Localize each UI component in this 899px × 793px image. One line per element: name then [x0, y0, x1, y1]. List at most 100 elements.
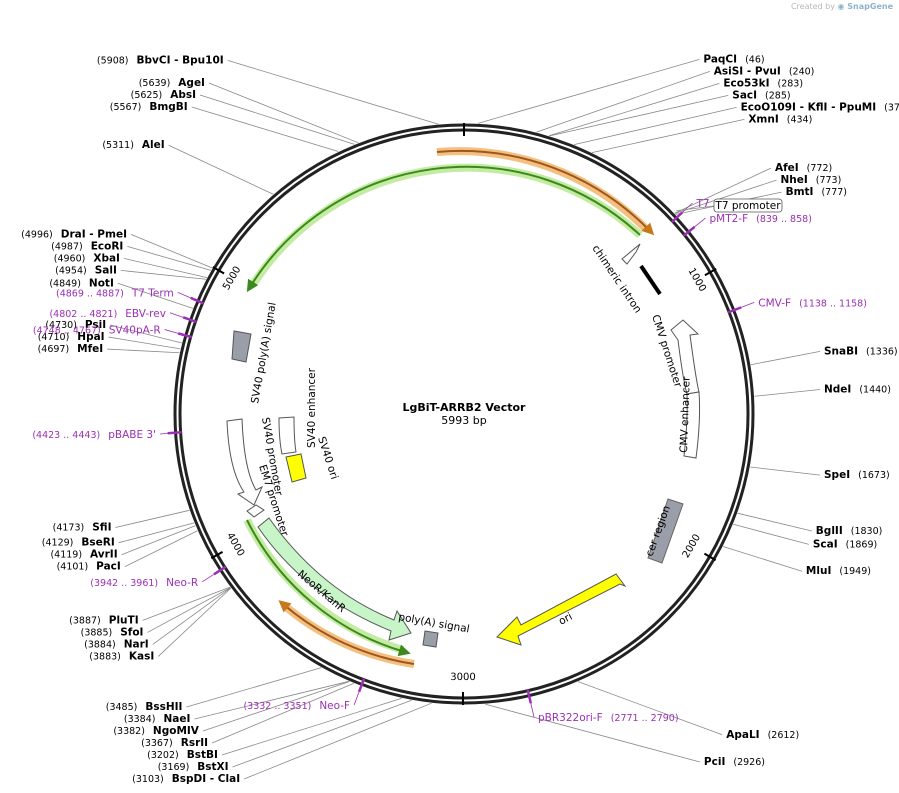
site-name: AleI	[142, 139, 165, 151]
site-position: (1869)	[846, 539, 878, 550]
site-leader-line	[107, 348, 180, 354]
restriction-site-label[interactable]: EcoO109I - KflI - PpuMI(370)	[741, 101, 899, 113]
primer-label[interactable]: pBR322ori-F(2771 .. 2790)	[538, 712, 679, 724]
site-leader-line	[142, 586, 231, 621]
site-leader-line	[477, 59, 700, 124]
restriction-site-label[interactable]: PciI(2926)	[704, 756, 765, 768]
tick-mark	[210, 550, 224, 560]
site-position: (1673)	[858, 470, 890, 481]
site-position: (5639)	[139, 78, 171, 89]
restriction-site-label[interactable]: (3169)BstXI	[158, 761, 229, 773]
restriction-site-label[interactable]: (4730)PsiI	[45, 319, 106, 331]
site-name: SalI	[95, 264, 117, 276]
restriction-site-label[interactable]: (3367)RsrII	[141, 737, 208, 749]
restriction-site-label[interactable]: (3885)SfoI	[81, 626, 144, 638]
site-name: XbaI	[93, 252, 120, 264]
restriction-site-label[interactable]: SpeI(1673)	[824, 469, 890, 481]
restriction-site-label[interactable]: (4954)SalI	[55, 264, 117, 276]
site-position: (4960)	[54, 253, 86, 264]
primer-label[interactable]: (4423 .. 4443)pBABE 3'	[32, 429, 156, 441]
restriction-site-label[interactable]: (5908)BbvCI - Bpu10I	[97, 54, 224, 66]
map-length: 5993 bp	[441, 414, 486, 427]
restriction-site-label[interactable]: (4119)AvrII	[50, 549, 117, 561]
restriction-site-label[interactable]: ScaI(1869)	[813, 538, 877, 550]
tick-mark	[212, 266, 225, 275]
restriction-site-label[interactable]: (4173)SfiI	[53, 522, 112, 534]
primer-mark	[727, 306, 742, 314]
primer-label[interactable]: CMV-F(1138 .. 1158)	[758, 297, 867, 309]
restriction-site-label[interactable]: (4960) XbaI	[54, 252, 120, 264]
feature-cer-region-shape	[647, 498, 684, 564]
restriction-site-label[interactable]: (4101)PacI	[57, 561, 121, 573]
restriction-site-label[interactable]: BglII(1830)	[816, 525, 883, 537]
site-name: MfeI	[77, 343, 103, 355]
restriction-site-label[interactable]: XmnI(434)	[748, 113, 812, 125]
restriction-site-label[interactable]: (3384)NaeI	[124, 713, 191, 725]
tick-label: 2000	[681, 533, 703, 561]
primer-label[interactable]: (4748 .. 4767)SV40pA-R	[33, 325, 161, 337]
restriction-site-label[interactable]: SacI(285)	[732, 89, 790, 101]
boxed-label-text[interactable]: T7 promoter	[714, 200, 781, 212]
feature-black-bar	[639, 264, 662, 296]
site-position: (3887)	[69, 615, 101, 626]
restriction-site-label[interactable]: (4996)DraI - PmeI	[21, 228, 127, 240]
restriction-site-label[interactable]: AfeI(772)	[775, 162, 832, 174]
restriction-site-label[interactable]: (3485)BssHII	[106, 701, 183, 713]
primer-leader	[353, 691, 360, 706]
primer-mark	[177, 332, 192, 339]
restriction-site-label[interactable]: SnaBI(1336)	[824, 345, 898, 357]
restriction-site-label[interactable]: (5639)AgeI	[139, 77, 205, 89]
boxed-label-frame	[713, 198, 783, 213]
site-leader-line	[127, 246, 212, 271]
restriction-site-label[interactable]: PaqCI(46)	[703, 53, 764, 65]
restriction-site-label[interactable]: (4710)HpaI	[38, 331, 105, 343]
primer-mark	[682, 225, 696, 237]
restriction-site-label[interactable]: (3883)KasI	[89, 650, 154, 662]
primer-label[interactable]: pMT2-F(839 .. 858)	[709, 213, 811, 225]
restriction-site-label[interactable]: AsiSI - PvuI(240)	[714, 65, 815, 77]
primer-label[interactable]: (4869 .. 4887)T7 Term	[56, 287, 174, 299]
site-leader-line	[168, 144, 274, 195]
restriction-site-label[interactable]: (3887)PluTI	[69, 614, 138, 626]
restriction-site-label[interactable]: (4697)MfeI	[38, 343, 104, 355]
site-position: (4101)	[57, 562, 89, 573]
restriction-site-label[interactable]: ApaLI(2612)	[726, 729, 799, 741]
restriction-site-label[interactable]: (5311)AleI	[102, 139, 164, 151]
primer-label[interactable]: (4802 .. 4821)EBV-rev	[49, 308, 166, 320]
restriction-site-label[interactable]: BmtI(777)	[786, 186, 847, 198]
primer-name: pMT2-F	[709, 213, 748, 225]
restriction-site-label[interactable]: (5567)BmgBI	[110, 101, 188, 113]
restriction-site-label[interactable]: MluI(1949)	[806, 565, 871, 577]
boxed-label-layer: T7 promoter	[676, 198, 783, 213]
restriction-site-label[interactable]: Eco53kI(283)	[723, 77, 803, 89]
site-position: (283)	[777, 78, 803, 89]
restriction-site-label[interactable]: NheI(773)	[780, 174, 841, 186]
restriction-site-label[interactable]: (3884)NarI	[84, 638, 149, 650]
primer-leader	[201, 573, 215, 583]
site-leader-line	[578, 681, 723, 736]
tick-label: 1000	[686, 266, 708, 294]
site-position: (5625)	[131, 90, 163, 101]
restriction-site-label[interactable]: (3103)BspDI - ClaI	[132, 773, 240, 785]
primer-layer: T7(778 .. 797)pMT2-F(839 .. 858)CMV-F(11…	[32, 198, 867, 724]
tick-label: 3000	[450, 672, 475, 683]
tick-mark	[704, 267, 717, 277]
tick-mark	[703, 552, 717, 561]
site-name: DraI - PmeI	[61, 228, 127, 240]
restriction-site-label[interactable]: NdeI(1440)	[824, 384, 891, 396]
restriction-site-label[interactable]: (4129)BseRI	[42, 537, 115, 549]
primer-range: (2771 .. 2790)	[611, 713, 679, 724]
primer-name: EBV-rev	[125, 308, 166, 320]
restriction-site-label[interactable]: (3382)NgoMIV	[113, 725, 199, 737]
primer-label[interactable]: (3942 .. 3961)Neo-R	[90, 577, 198, 589]
primer-name: SV40pA-R	[109, 325, 161, 337]
restriction-site-label[interactable]: (3202)BstBI	[147, 749, 218, 761]
restriction-site-label[interactable]: (4849)NotI	[49, 277, 114, 289]
primer-leader	[164, 329, 179, 334]
primer-label[interactable]: (3332 .. 3351)Neo-F	[243, 700, 350, 712]
site-leader-line	[737, 512, 812, 532]
site-leader-line	[485, 703, 701, 763]
site-name: KasI	[129, 650, 154, 662]
restriction-site-label[interactable]: (4987)EcoRI	[51, 240, 123, 252]
restriction-site-label[interactable]: (5625)AbsI	[131, 89, 196, 101]
